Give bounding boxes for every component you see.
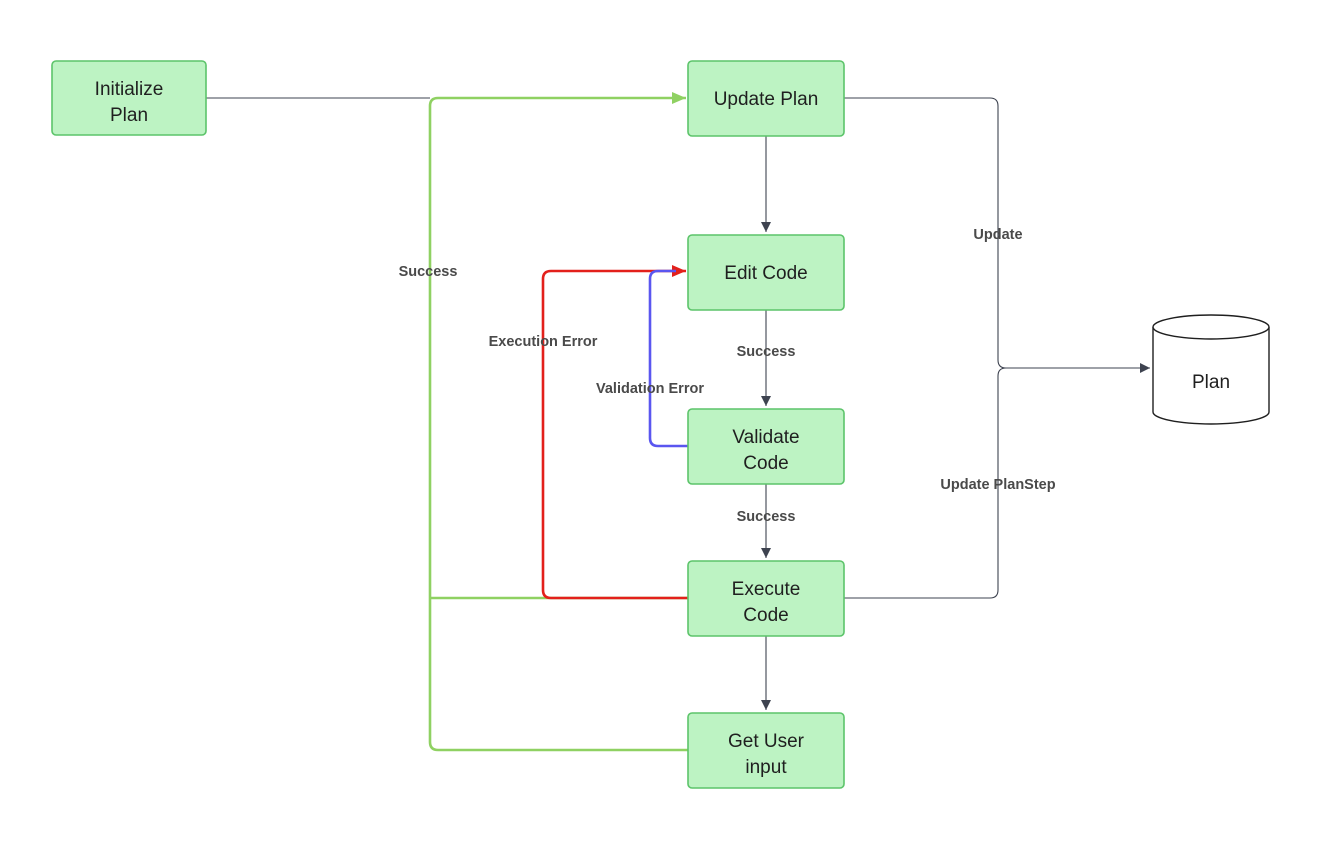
edge-validation-error <box>648 269 688 448</box>
node-initialize-plan-line1: Initialize <box>95 79 164 100</box>
edge-execution-error <box>541 265 688 600</box>
label-validation-error: Validation Error <box>596 381 704 397</box>
node-edit-code[interactable]: Edit Code <box>687 234 845 311</box>
edge-execute-to-store <box>844 367 1007 599</box>
database-icon <box>1152 314 1270 425</box>
node-execute-code-line2: Code <box>743 605 788 626</box>
node-initialize-plan-line2: Plan <box>110 105 148 126</box>
edge-update-to-store <box>844 97 1150 373</box>
node-execute-code-line1: Execute <box>732 579 801 600</box>
label-success-edit-validate: Success <box>737 344 796 360</box>
label-update: Update <box>973 227 1022 243</box>
label-execution-error: Execution Error <box>489 334 598 350</box>
node-edit-code-label: Edit Code <box>724 263 807 284</box>
node-plan-store-label: Plan <box>1192 372 1230 393</box>
node-get-user-input-line1: Get User <box>728 731 805 752</box>
node-validate-code-line1: Validate <box>732 427 799 448</box>
node-update-plan[interactable]: Update Plan <box>687 60 845 137</box>
node-plan-store[interactable]: Plan <box>1152 314 1270 425</box>
label-success-loop: Success <box>399 264 458 280</box>
label-success-validate-execute: Success <box>737 509 796 525</box>
node-initialize-plan[interactable]: Initialize Plan <box>51 60 207 136</box>
node-get-user-input-line2: input <box>745 757 787 778</box>
node-validate-code-line2: Code <box>743 453 788 474</box>
node-update-plan-label: Update Plan <box>714 89 819 110</box>
edge-success-loop-trunk <box>428 92 688 752</box>
node-execute-code[interactable]: Execute Code <box>687 560 845 637</box>
node-get-user-input[interactable]: Get User input <box>687 712 845 789</box>
node-validate-code[interactable]: Validate Code <box>687 408 845 485</box>
label-update-planstep: Update PlanStep <box>940 477 1055 493</box>
